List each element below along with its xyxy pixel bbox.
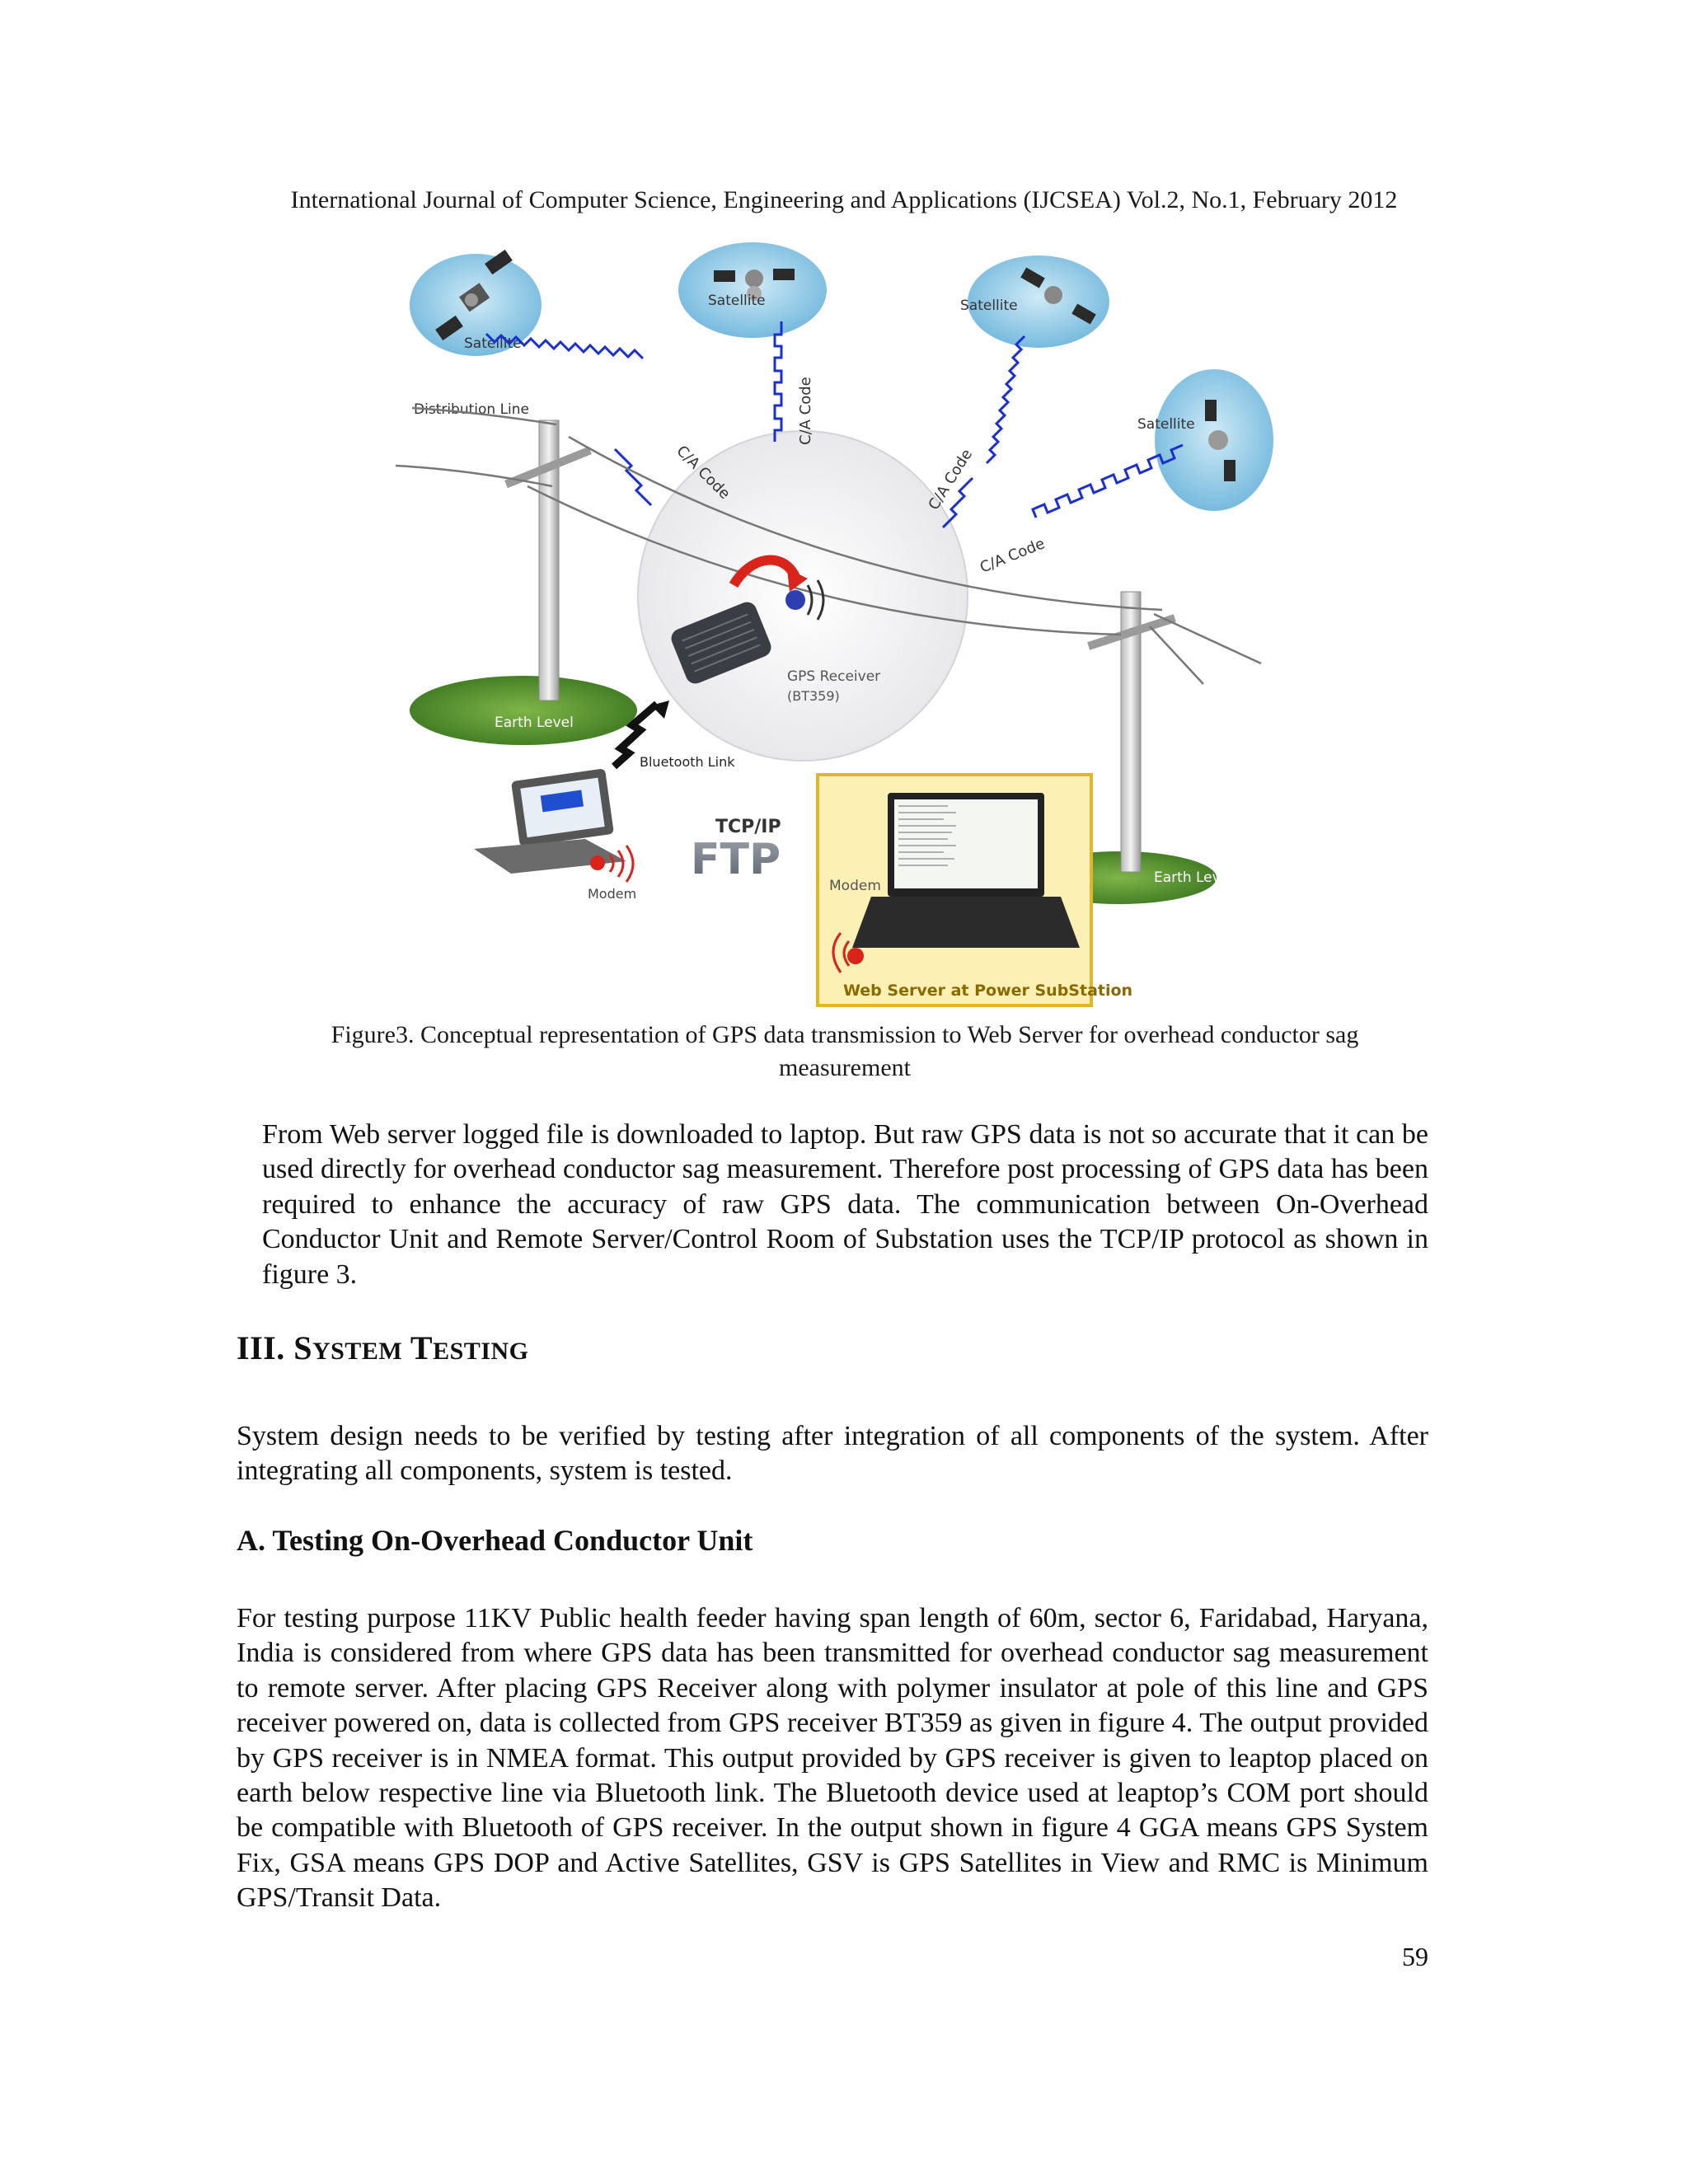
ca-code-label-2: C/A Code <box>797 377 814 445</box>
subsection-heading-testing-unit: A. Testing On-Overhead Conductor Unit <box>237 1524 753 1557</box>
field-laptop <box>474 769 635 883</box>
satellite-2: Satellite <box>678 242 827 338</box>
earth-left <box>410 676 637 745</box>
page-number: 59 <box>1402 1942 1428 1971</box>
caption-line-1: Figure3. Conceptual representation of GP… <box>331 1021 1359 1048</box>
running-header: International Journal of Computer Scienc… <box>290 186 1398 213</box>
paragraph-system-design: System design needs to be verified by te… <box>237 1421 1428 1487</box>
section-heading-system-testing: III. SYSTEM TESTING <box>237 1329 529 1367</box>
web-server-label: Web Server at Power SubStation <box>843 982 1132 1000</box>
section-number: III. <box>237 1329 294 1366</box>
section-word2-rest: ESTING <box>433 1338 529 1365</box>
figure-caption: Figure3. Conceptual representation of GP… <box>239 1019 1451 1085</box>
satellite-label-3: Satellite <box>960 298 1018 314</box>
satellite-label-1: Satellite <box>464 335 522 352</box>
tcp-ip-label: TCP/IP <box>715 817 781 837</box>
section-word1-rest: YSTEM <box>312 1338 403 1365</box>
ca-code-label-4: C/A Code <box>978 535 1048 576</box>
ca-code-label-3: C/A Code <box>925 446 976 513</box>
bluetooth-link-label: Bluetooth Link <box>640 754 735 770</box>
modem-label-server: Modem <box>829 878 881 894</box>
satellite-label-2: Satellite <box>708 293 766 309</box>
ca-code-signals <box>485 321 1184 529</box>
satellite-4: Satellite <box>1137 369 1273 511</box>
gps-receiver <box>671 555 825 684</box>
ftp-label: FTP <box>691 835 781 884</box>
earth-level-label-right: Earth Level <box>1154 869 1233 886</box>
conductors <box>395 406 1262 685</box>
section-word1-initial: S <box>293 1329 312 1366</box>
gps-model-label: (BT359) <box>787 688 840 704</box>
distribution-line-label: Distribution Line <box>414 401 529 418</box>
pole-left <box>504 419 592 701</box>
gps-system-figure: Satellite Satellite Satellite Satellite … <box>395 242 1273 1007</box>
caption-line-2: measurement <box>779 1054 911 1081</box>
section-word2-initial: T <box>410 1329 434 1366</box>
paragraph-testing-purpose: For testing purpose 11KV Public health f… <box>237 1603 1428 1914</box>
modem-label-field: Modem <box>588 886 636 902</box>
satellite-3: Satellite <box>960 255 1109 348</box>
satellite-label-4: Satellite <box>1137 416 1195 433</box>
earth-level-label-left: Earth Level <box>495 715 574 731</box>
bluetooth-arrow <box>612 701 659 770</box>
gps-receiver-label: GPS Receiver <box>787 668 880 685</box>
paragraph-web-server: From Web server logged file is downloade… <box>262 1119 1428 1290</box>
web-server-box <box>816 773 1093 1007</box>
pole-right <box>1087 591 1176 873</box>
satellite-1: Satellite <box>410 249 542 356</box>
